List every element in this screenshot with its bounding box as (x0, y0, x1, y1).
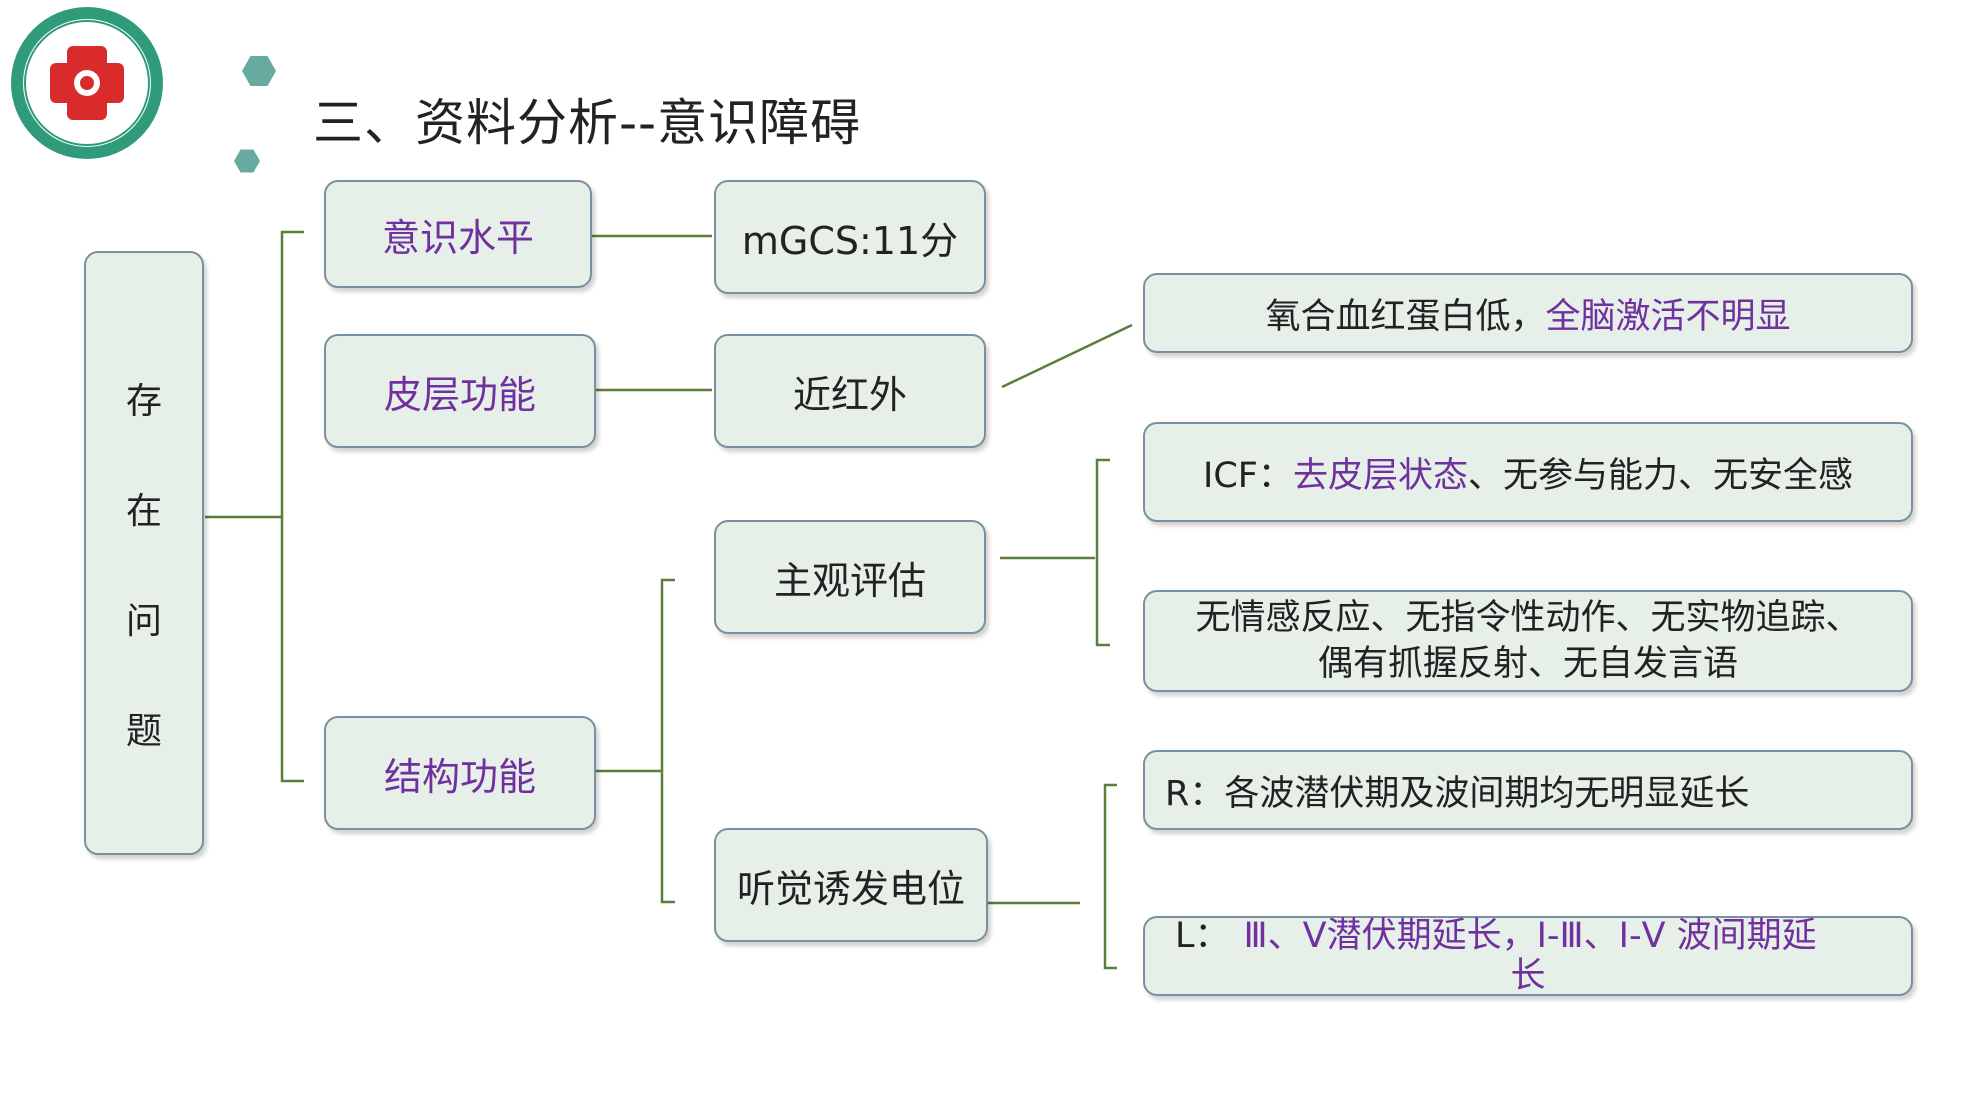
node-near-infrared: 近红外 (714, 334, 986, 448)
page-title: 三、资料分析--意识障碍 (313, 94, 862, 152)
node-mgcs-score: mGCS:11分 (714, 180, 986, 294)
result-highlight: 长 (1510, 956, 1546, 996)
result-text: 偶有抓握反射、无自发言语 (1317, 644, 1738, 684)
hospital-logo (4, 4, 170, 162)
node-subjective-assessment: 主观评估 (714, 520, 986, 634)
result-text: R：各波潜伏期及波间期均无明显延长 (1165, 773, 1750, 814)
root-char: 问 (125, 601, 162, 642)
node-label: mGCS:11分 (741, 218, 959, 263)
root-char: 题 (125, 711, 162, 752)
result-icf: ICF：去皮层状态、无参与能力、无安全感 (1143, 422, 1913, 522)
result-text: 氧合血红蛋白低， (1265, 296, 1546, 337)
result-nirs: 氧合血红蛋白低，全脑激活不明显 (1143, 273, 1913, 353)
node-auditory-evoked-potential: 听觉诱发电位 (714, 828, 988, 942)
result-right-ear: R：各波潜伏期及波间期均无明显延长 (1143, 750, 1913, 830)
result-text: L： (1175, 916, 1230, 956)
root-char: 存 (125, 381, 162, 422)
node-cortical-function: 皮层功能 (324, 334, 596, 448)
node-label: 主观评估 (773, 558, 926, 603)
node-label: 近红外 (792, 372, 907, 417)
result-text: 、无参与能力、无安全感 (1467, 455, 1853, 496)
node-label: 皮层功能 (383, 372, 536, 417)
root-node-existing-problems: 存 在 问 题 (84, 251, 204, 855)
node-label: 听觉诱发电位 (736, 866, 965, 911)
result-subjective-signs: 无情感反应、无指令性动作、无实物追踪、 偶有抓握反射、无自发言语 (1143, 590, 1913, 692)
node-consciousness-level: 意识水平 (324, 180, 592, 288)
root-char: 在 (125, 491, 162, 532)
hex-bullet-icon (234, 149, 260, 173)
result-highlight: 全脑激活不明显 (1545, 296, 1791, 337)
result-left-ear: L： Ⅲ、Ⅴ潜伏期延长，Ⅰ-Ⅲ、Ⅰ-Ⅴ 波间期延 长 (1143, 916, 1913, 996)
result-text: ICF： (1203, 455, 1293, 496)
result-highlight: Ⅲ、Ⅴ潜伏期延长，Ⅰ-Ⅲ、Ⅰ-Ⅴ 波间期延 (1243, 916, 1817, 956)
node-structural-function: 结构功能 (324, 716, 596, 830)
result-text: 无情感反应、无指令性动作、无实物追踪、 (1195, 598, 1861, 638)
node-label: 结构功能 (383, 754, 536, 799)
node-label: 意识水平 (381, 215, 534, 260)
result-highlight: 去皮层状态 (1292, 455, 1468, 496)
